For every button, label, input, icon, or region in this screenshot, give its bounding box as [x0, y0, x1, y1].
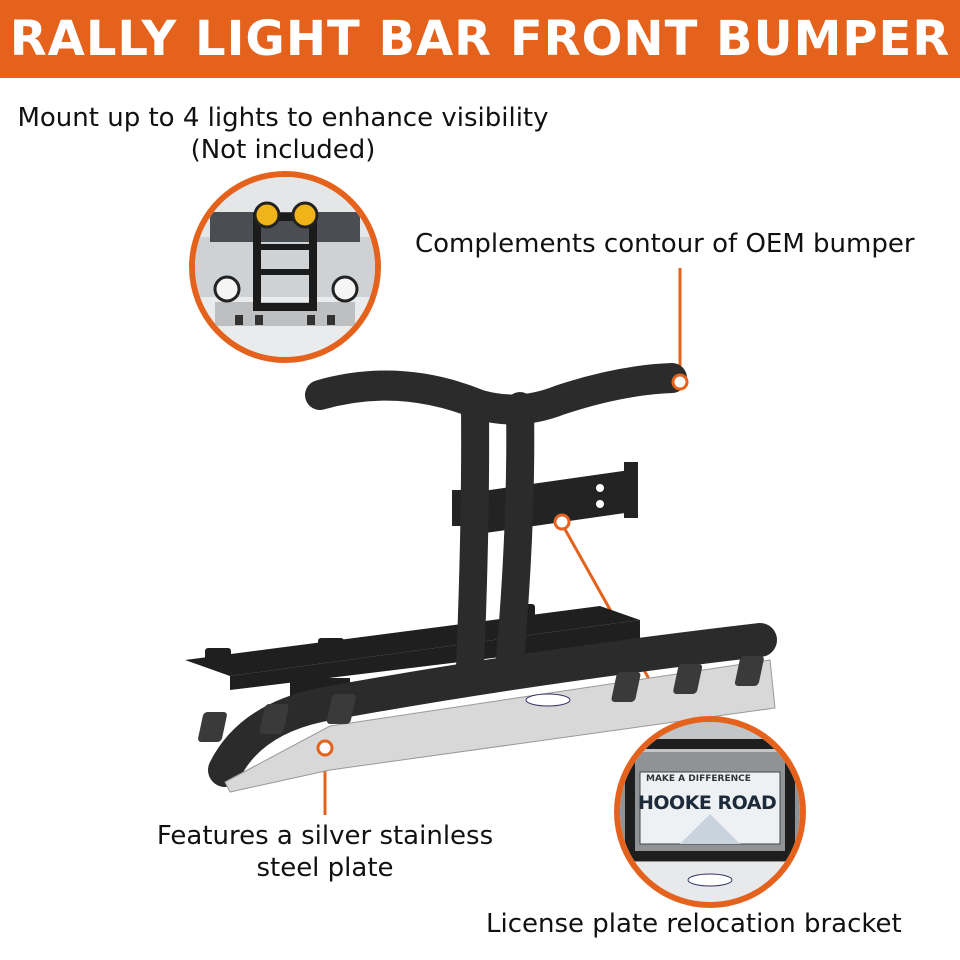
- plate-callout: MAKE A DIFFERENCE HOOKE ROAD: [614, 716, 806, 908]
- lights-caption-line2: (Not included): [190, 135, 376, 165]
- plate-caption: License plate relocation bracket: [486, 909, 902, 939]
- steel-plate-marker: [316, 739, 334, 757]
- uprights: [456, 392, 535, 682]
- steel-caption: Features a silver stainless steel plate: [140, 820, 510, 884]
- license-bracket: [452, 462, 638, 536]
- header-banner: RALLY LIGHT BAR FRONT BUMPER: [0, 0, 960, 78]
- leader-plate: [560, 523, 674, 721]
- leader-lines: [323, 268, 682, 815]
- steel-caption-line1: Features a silver stainless: [156, 821, 494, 851]
- top-hoop: [305, 363, 687, 425]
- steel-caption-line2: steel plate: [256, 853, 394, 883]
- oem-caption: Complements contour of OEM bumper: [415, 229, 915, 259]
- bracket-marker: [553, 513, 571, 531]
- lights-caption-line1: Mount up to 4 lights to enhance visibili…: [17, 103, 549, 133]
- mount-plate: [185, 604, 640, 700]
- logo-badge: [525, 693, 571, 707]
- plate-tagline: MAKE A DIFFERENCE: [646, 774, 751, 784]
- plate-brand: HOOKE ROAD: [638, 792, 777, 814]
- page-title: RALLY LIGHT BAR FRONT BUMPER: [9, 11, 951, 67]
- lights-caption: Mount up to 4 lights to enhance visibili…: [8, 102, 558, 166]
- hoop-end-marker: [671, 373, 689, 391]
- lights-callout: [189, 171, 381, 363]
- lights-callout-art: [195, 177, 375, 357]
